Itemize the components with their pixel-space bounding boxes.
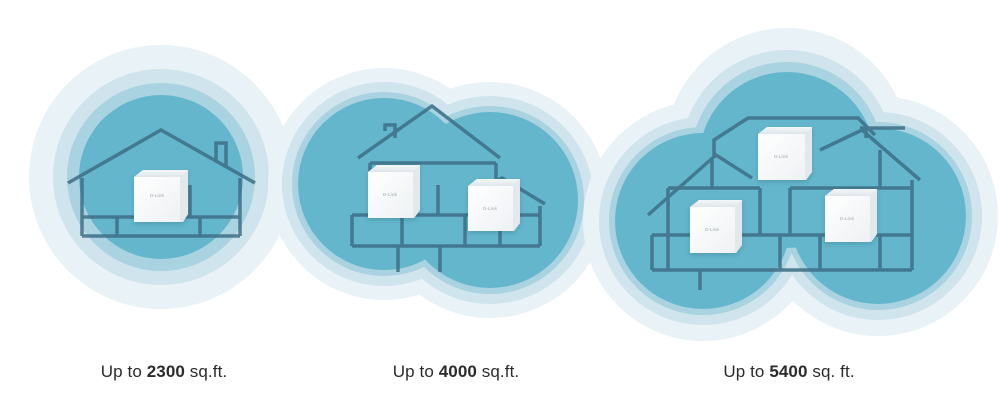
brand-label: D-Link (383, 192, 397, 197)
caption-prefix: Up to (100, 362, 142, 381)
mesh-node-3b: D-Link (758, 127, 812, 180)
caption-unit: sq.ft. (189, 362, 228, 381)
caption-value: 4000 (438, 362, 477, 381)
brand-label: D-Link (840, 216, 854, 221)
mesh-node-2b: D-Link (468, 179, 520, 231)
brand-label: D-Link (150, 193, 164, 198)
coverage-caption-3: Up to 5400 sq. ft. (723, 362, 854, 382)
brand-label: D-Link (774, 154, 788, 159)
caption-unit: sq.ft. (481, 362, 520, 381)
brand-label: D-Link (483, 206, 497, 211)
coverage-caption-2: Up to 4000 sq.ft. (393, 362, 519, 382)
coverage-zone-3: D-Link D-Link D-Link (583, 28, 998, 341)
inner-coverage (790, 128, 966, 304)
coverage-zone-1: D-Link (29, 45, 293, 309)
mesh-node-3a: D-Link (690, 200, 742, 253)
mesh-node-3c: D-Link (825, 189, 877, 242)
brand-label: D-Link (705, 227, 719, 232)
caption-value: 2300 (146, 362, 185, 381)
caption-prefix: Up to (392, 362, 434, 381)
caption-prefix: Up to (723, 362, 765, 381)
caption-value: 5400 (769, 362, 808, 381)
mesh-node-1: D-Link (134, 170, 188, 222)
coverage-caption-1: Up to 2300 sq.ft. (101, 362, 227, 382)
mesh-node-2a: D-Link (368, 165, 420, 218)
caption-unit: sq. ft. (812, 362, 855, 381)
coverage-zone-2: D-Link D-Link (268, 68, 608, 318)
